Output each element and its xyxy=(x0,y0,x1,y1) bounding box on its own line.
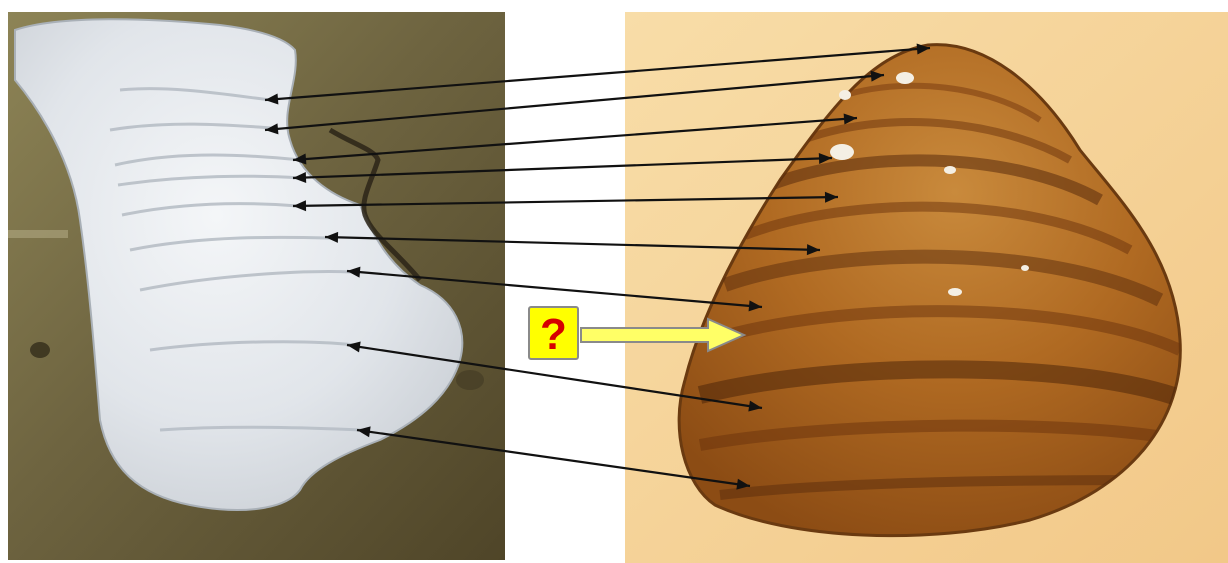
backdrop-speck xyxy=(30,342,50,358)
cross-section-photo xyxy=(8,12,505,560)
backdrop-speck xyxy=(456,370,484,390)
backdrop-streak xyxy=(8,230,68,238)
question-mark: ? xyxy=(540,310,567,359)
